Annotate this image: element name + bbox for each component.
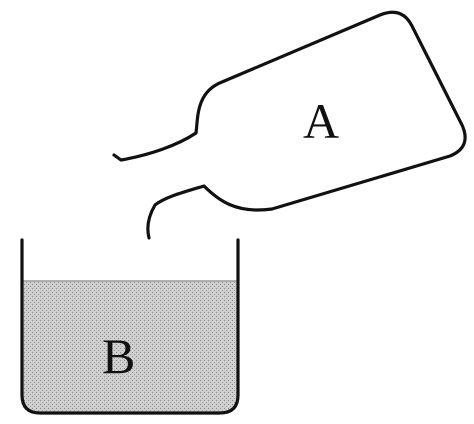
bottle-outline [112, 10, 467, 240]
bottle-a: A [112, 10, 467, 240]
liquid-b [22, 281, 238, 413]
label-a: A [303, 93, 339, 149]
beaker-outline [20, 238, 240, 415]
label-b: B [102, 328, 135, 384]
beaker-b: B [20, 238, 240, 415]
